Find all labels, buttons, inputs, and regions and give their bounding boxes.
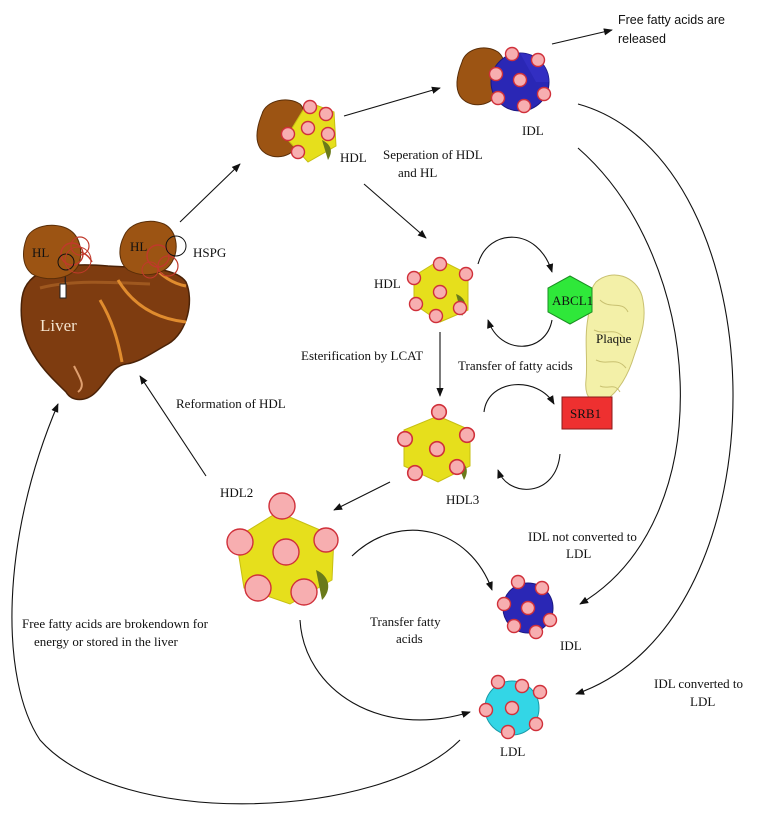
esterification-label: Esterification by LCAT <box>301 348 423 363</box>
separation-line2: and HL <box>398 165 437 180</box>
idl-top-label: IDL <box>522 123 544 138</box>
arrow-srb1-back <box>497 453 561 490</box>
arrow-ldl-to-liver <box>11 403 461 805</box>
hdl-with-hl-particle <box>256 99 337 163</box>
arrow-hdl3-to-hdl2 <box>333 481 391 511</box>
reformation-label: Reformation of HDL <box>176 396 286 411</box>
hdl2-label: HDL2 <box>220 485 253 500</box>
free-fa-released-line1: Free fatty acids are <box>618 13 725 27</box>
free-fa-broken-line1: Free fatty acids are brokendown for <box>22 616 209 631</box>
transfer-fatty-line1: Transfer fatty <box>370 614 441 629</box>
free-fa-broken-line2: energy or stored in the liver <box>34 634 178 649</box>
hl-enzyme-right <box>119 220 187 279</box>
hdl3-label: HDL3 <box>446 492 479 507</box>
idl-bottom-label: IDL <box>560 638 582 653</box>
arrow-hdl-to-idl <box>343 86 441 117</box>
hspg-label: HSPG <box>193 245 226 260</box>
arrow-hdl-to-abcl1 <box>477 236 554 273</box>
srb1-receptor <box>561 396 613 430</box>
liver-label: Liver <box>40 316 77 335</box>
idl-converted-line1: IDL converted to <box>654 676 743 691</box>
hdl-particle <box>406 256 474 324</box>
separation-line1: Seperation of HDL <box>383 147 483 162</box>
ldl-particle <box>478 674 548 740</box>
idl-converted-line2: LDL <box>690 694 715 709</box>
transfer-fa-label: Transfer of fatty acids <box>458 358 573 373</box>
hdl2-particle <box>226 492 339 606</box>
idl-not-converted-line2: LDL <box>566 546 591 561</box>
arrow-abcl1-back <box>487 319 553 347</box>
arrow-liver-to-hdl-hl <box>179 163 241 223</box>
srb1-label: SRB1 <box>570 406 601 421</box>
ldl-label: LDL <box>500 744 525 759</box>
free-fa-released-line2: released <box>618 32 666 46</box>
hdl-top-label: HDL <box>340 150 367 165</box>
idl-particle-bottom <box>496 574 558 640</box>
plaque-label: Plaque <box>596 331 632 346</box>
hdl3-particle <box>396 403 476 483</box>
hl-label-left: HL <box>32 245 49 260</box>
arrow-idl-not-converted <box>577 147 681 605</box>
idl-with-hl-particle <box>456 46 552 114</box>
arrow-hdl2-to-ldl <box>299 619 471 721</box>
arrow-idl-converted <box>575 103 734 695</box>
hl-label-right: HL <box>130 239 147 254</box>
transfer-fatty-line2: acids <box>396 631 423 646</box>
idl-not-converted-line1: IDL not converted to <box>528 529 637 544</box>
hl-enzyme-left <box>23 224 92 280</box>
abcl1-receptor <box>547 275 593 325</box>
arrow-hdl3-to-srb1 <box>483 384 555 413</box>
arrow-separation-to-hdl <box>363 183 427 239</box>
hdl-mid-label: HDL <box>374 276 401 291</box>
arrow-hdl2-to-idl <box>351 529 493 591</box>
arrow-fa-released <box>551 28 613 45</box>
arrow-reformation <box>139 375 207 477</box>
liver-organ <box>20 250 191 401</box>
abcl1-label: ABCL1 <box>552 293 593 308</box>
